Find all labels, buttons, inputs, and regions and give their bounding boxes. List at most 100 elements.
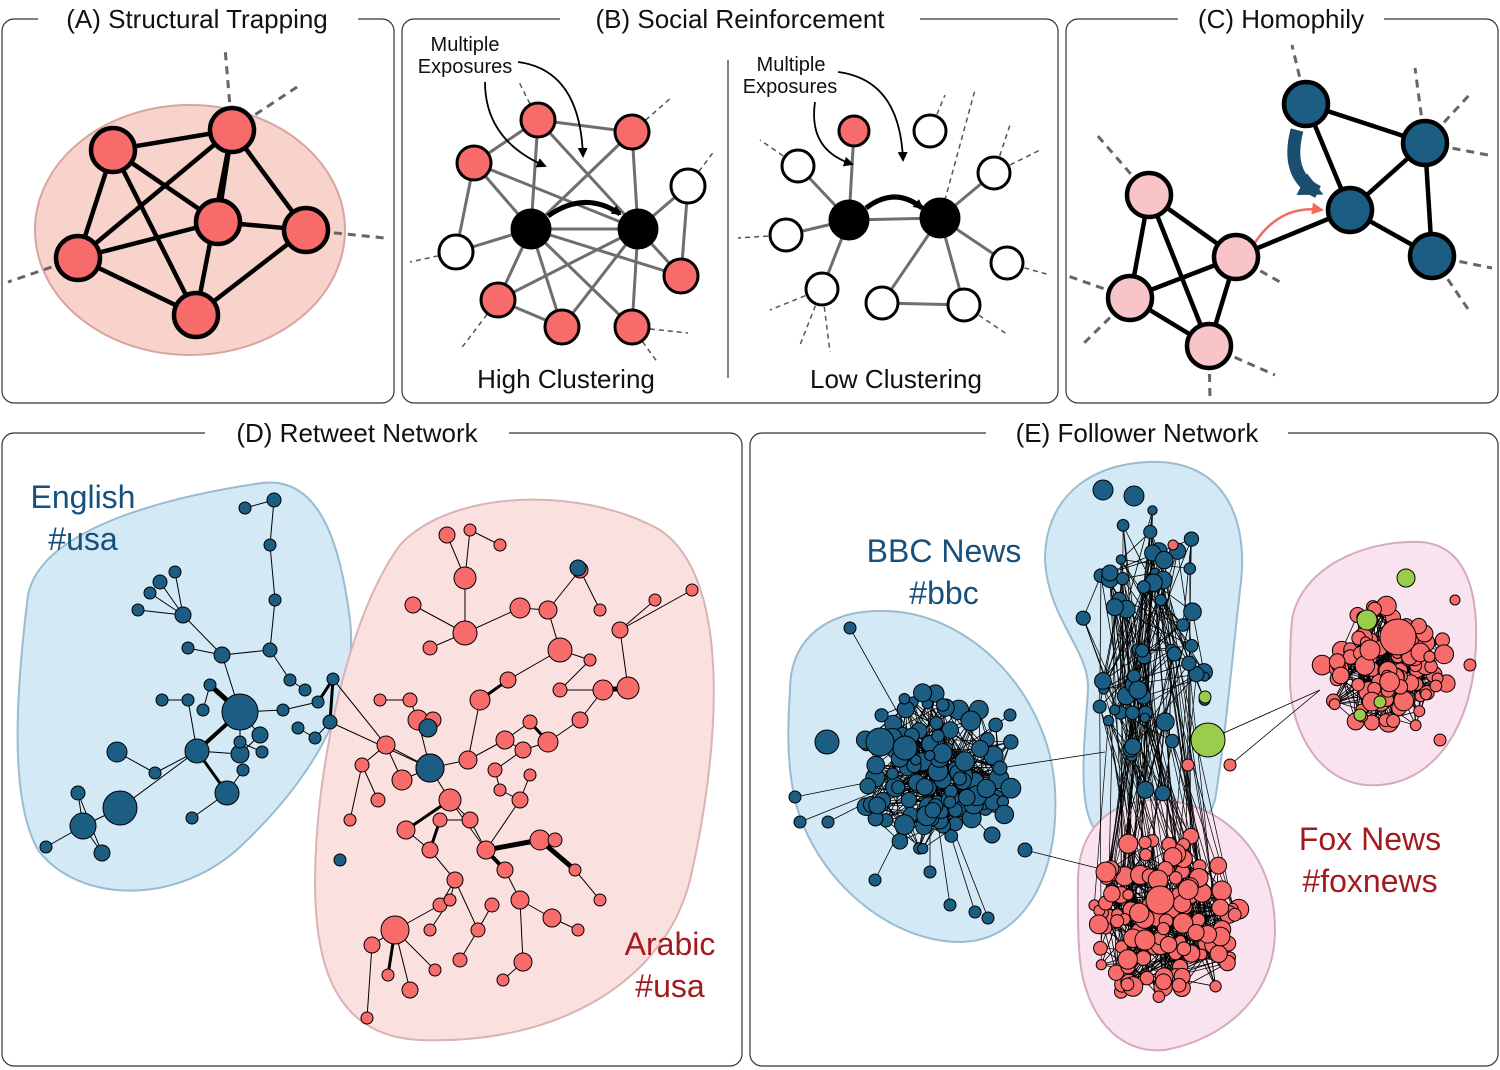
node — [39, 840, 53, 854]
node — [438, 788, 462, 812]
node — [370, 792, 386, 808]
node — [913, 683, 933, 703]
node — [1088, 914, 1109, 935]
node — [106, 741, 128, 763]
edge — [1207, 689, 1321, 741]
node — [958, 788, 976, 807]
node — [152, 574, 168, 590]
node — [1095, 959, 1107, 971]
edge — [269, 499, 275, 546]
node — [866, 755, 886, 775]
node — [452, 952, 468, 968]
english-label-line1: English — [31, 479, 136, 515]
node — [1177, 879, 1199, 900]
panel-c-dashed — [1067, 44, 1493, 401]
node — [983, 826, 1001, 844]
edge — [269, 599, 276, 651]
node — [1115, 571, 1130, 586]
node — [102, 790, 138, 826]
node — [88, 125, 138, 175]
node — [1129, 902, 1150, 924]
node — [174, 606, 192, 624]
node — [1139, 712, 1151, 724]
node — [479, 281, 517, 319]
node — [1172, 912, 1194, 934]
node — [1103, 885, 1121, 903]
node — [148, 766, 162, 780]
edge — [519, 899, 524, 963]
node — [213, 646, 231, 664]
node — [463, 523, 477, 537]
edge — [485, 799, 521, 851]
node — [1136, 781, 1155, 799]
node — [266, 492, 282, 508]
node — [1000, 777, 1022, 799]
node — [484, 897, 500, 913]
node — [923, 865, 937, 879]
node — [510, 208, 552, 250]
node — [376, 735, 396, 755]
node — [1227, 907, 1242, 922]
node — [523, 768, 537, 782]
node — [514, 741, 532, 759]
node — [458, 750, 478, 770]
node — [418, 718, 438, 738]
node — [538, 600, 558, 620]
node — [1167, 539, 1179, 551]
node — [322, 714, 338, 730]
node — [662, 257, 700, 295]
node — [168, 565, 182, 579]
edge — [999, 751, 1106, 769]
node — [976, 155, 1012, 191]
node — [685, 583, 699, 597]
exposure-arrow — [813, 101, 854, 167]
edge — [366, 944, 373, 1019]
node — [583, 653, 597, 667]
node — [886, 767, 899, 780]
panel-a: (A) Structural Trapping — [1, 4, 395, 404]
edge — [1164, 721, 1221, 908]
edge — [1120, 559, 1197, 675]
node — [476, 840, 496, 860]
node — [1123, 485, 1145, 507]
node — [511, 791, 529, 809]
node — [1223, 758, 1237, 772]
node — [493, 538, 507, 552]
node — [1183, 602, 1202, 622]
edge — [1131, 755, 1166, 870]
node — [1198, 690, 1212, 704]
node — [931, 729, 945, 743]
node — [1184, 321, 1234, 371]
panel-a-nodes — [53, 105, 331, 340]
node — [495, 730, 515, 750]
bbc-label-line1: BBC News — [867, 533, 1022, 569]
panel-c: (C) Homophily — [1065, 4, 1499, 404]
annotation-exposures: Exposures — [743, 76, 838, 98]
bbc-label-line2: #bbc — [909, 575, 978, 611]
node — [814, 729, 840, 755]
node — [1128, 680, 1148, 700]
annotation-exposures: Exposures — [418, 56, 513, 78]
node — [404, 596, 422, 614]
node — [542, 908, 562, 928]
node — [499, 671, 517, 689]
node — [874, 708, 889, 723]
annotation-multiple: Multiple — [757, 54, 826, 76]
node — [1156, 921, 1171, 936]
node — [496, 973, 510, 987]
node — [1154, 784, 1171, 802]
edge — [1082, 575, 1102, 619]
node — [343, 813, 357, 827]
node — [291, 721, 305, 735]
node — [1093, 940, 1108, 956]
node — [214, 780, 240, 806]
node — [1190, 722, 1226, 758]
node — [529, 829, 551, 851]
node — [768, 217, 804, 253]
edge — [929, 769, 989, 919]
node — [788, 790, 802, 804]
node — [510, 890, 530, 910]
node — [988, 717, 1003, 733]
edge — [1125, 695, 1174, 857]
